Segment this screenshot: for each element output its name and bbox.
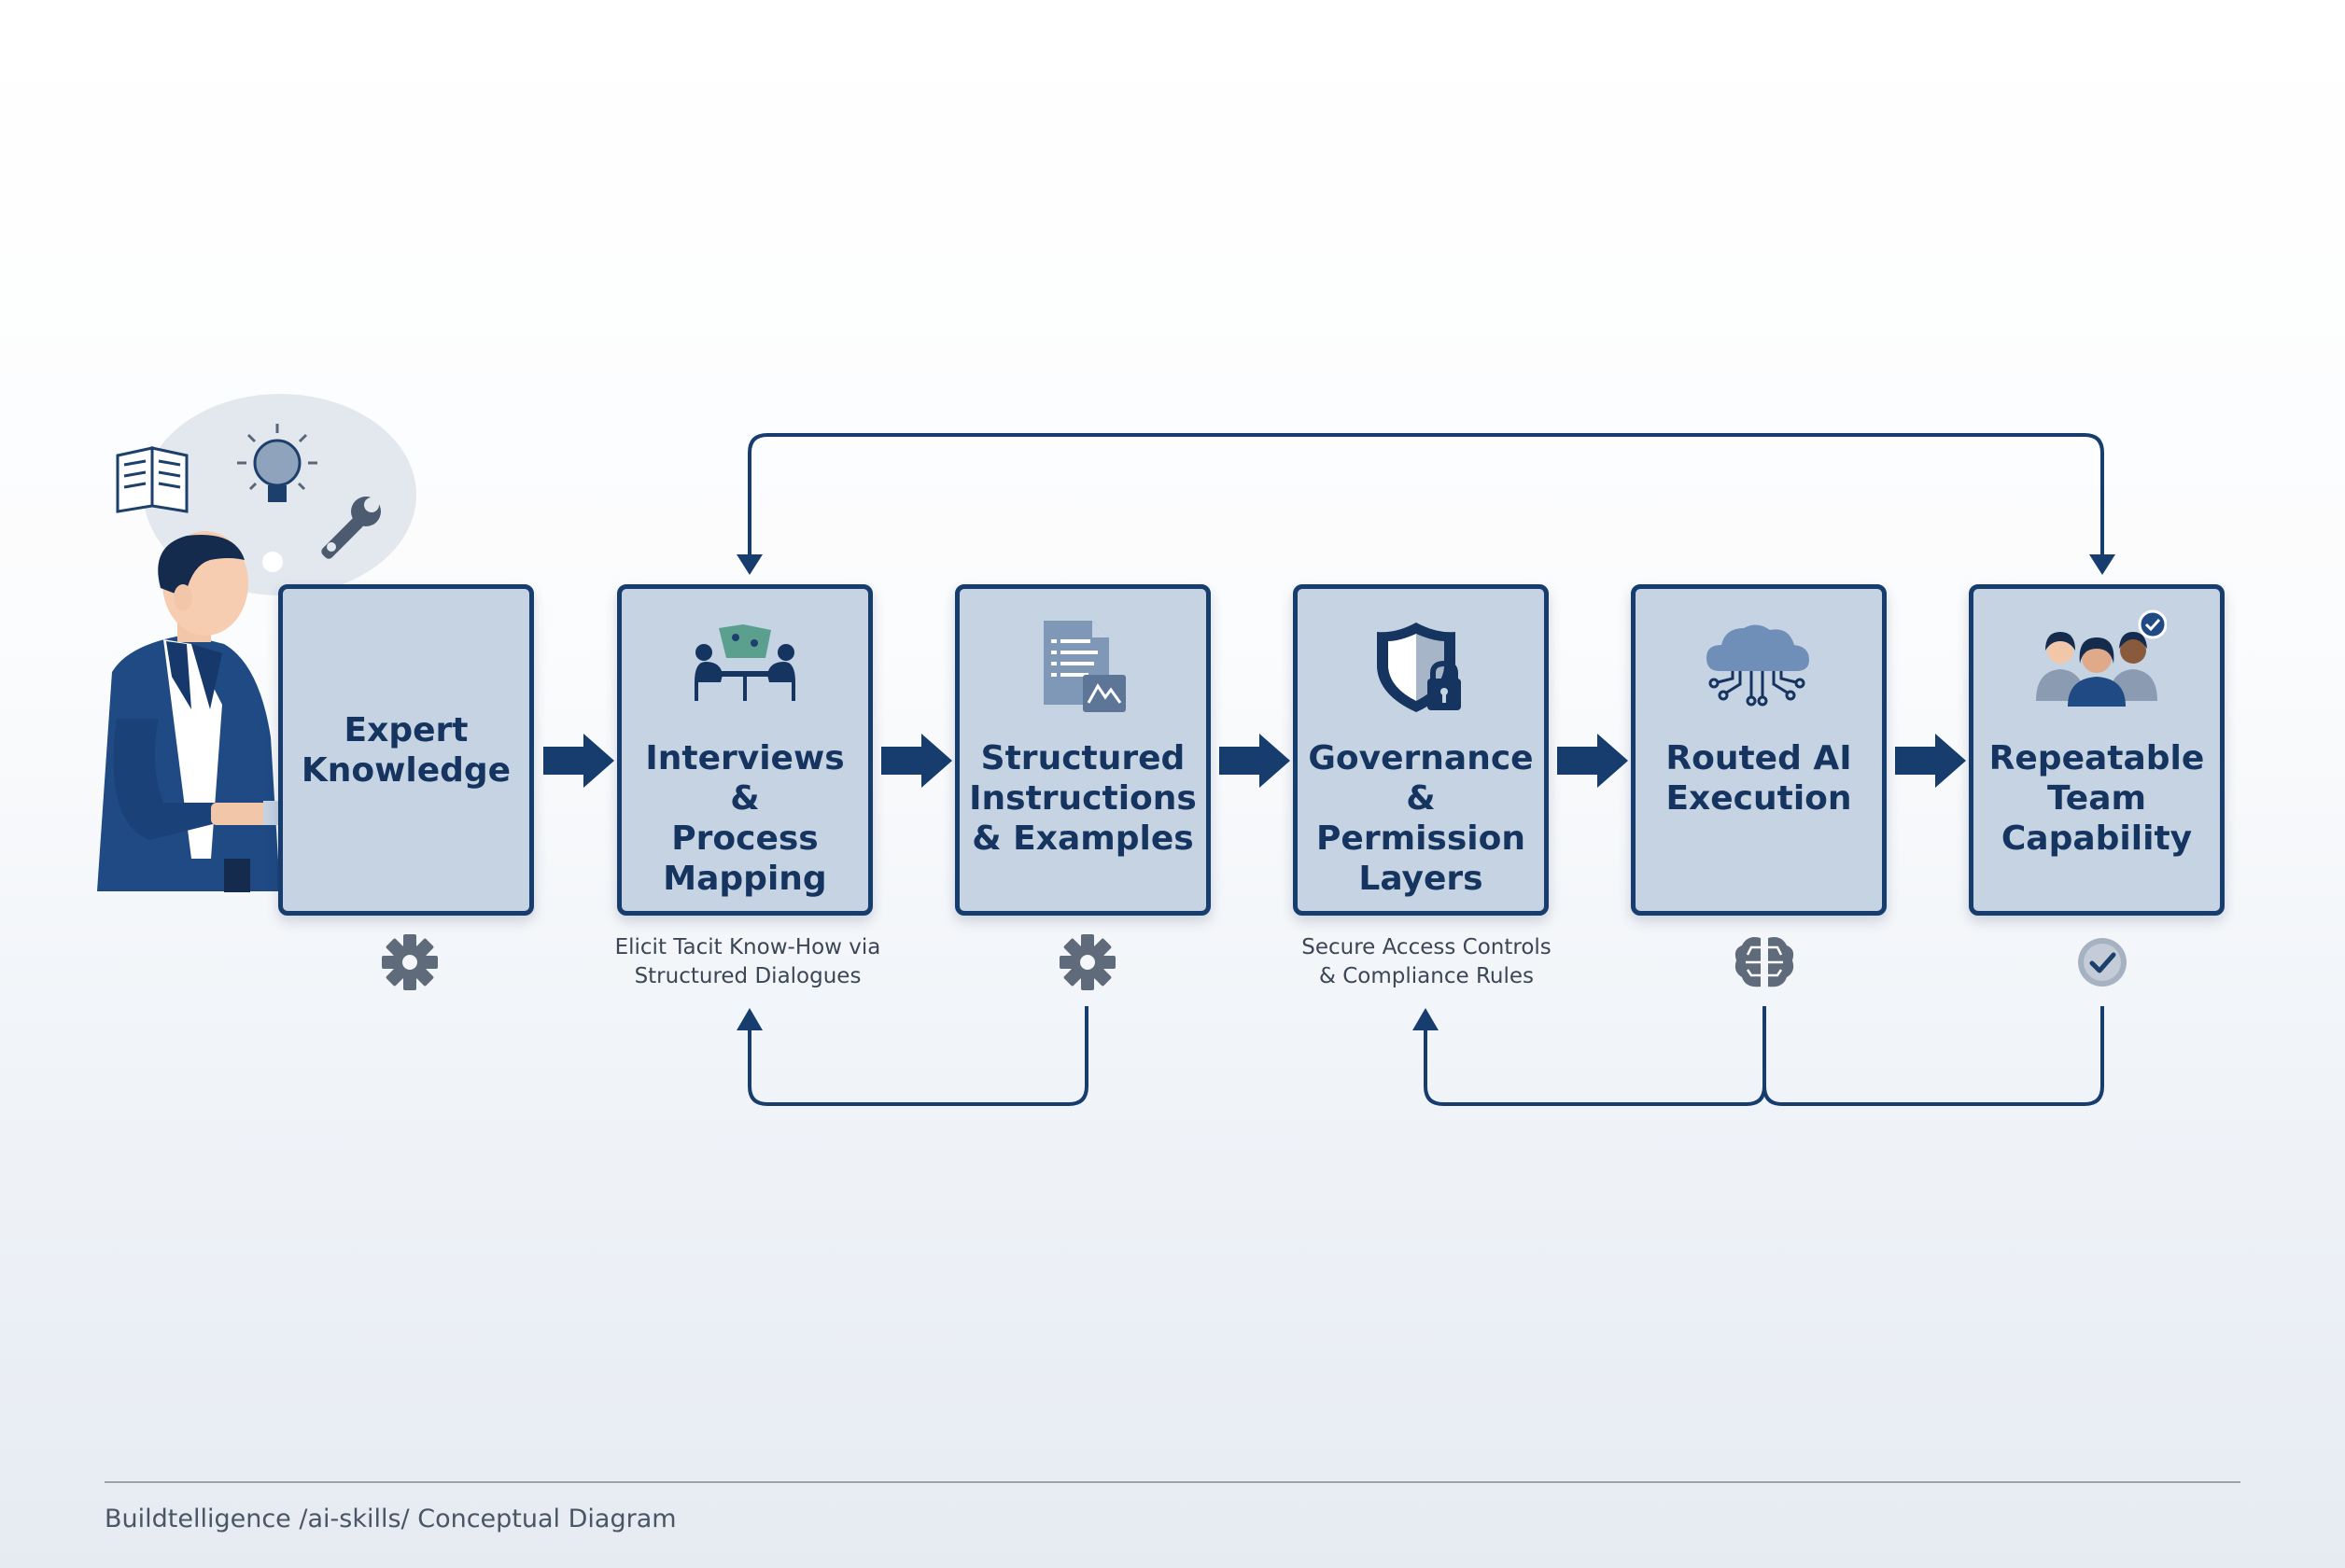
caption-governance: Secure Access Controls& Compliance Rules — [1301, 935, 1552, 988]
flow-arrow-1 — [543, 734, 614, 788]
flow-arrow-4 — [1557, 734, 1628, 788]
flow-arrow-5 — [1895, 734, 1966, 788]
gear-icon — [382, 934, 438, 990]
bottom-loop-connector-middle — [1424, 1019, 1766, 1106]
meeting-icon — [695, 624, 795, 701]
bottom-loop-arrowhead-middle — [1412, 1008, 1439, 1030]
shield-lock-icon — [1377, 623, 1461, 712]
wrench-icon — [321, 497, 381, 559]
bottom-loop-arrowhead-left — [737, 1008, 763, 1030]
top-loop-arrowhead-right — [2089, 554, 2115, 575]
gear-icon — [1060, 934, 1116, 990]
brain-icon — [1734, 937, 1794, 987]
lightbulb-icon — [237, 424, 317, 502]
document-icon — [1044, 621, 1126, 712]
thought-bubble-dot — [262, 552, 283, 572]
team-icon — [2036, 609, 2167, 707]
footer-divider — [105, 1481, 2240, 1483]
flow-arrow-2 — [881, 734, 952, 788]
check-circle-icon — [2078, 938, 2127, 987]
top-loop-connector — [748, 433, 2104, 566]
bottom-loop-connector-left — [748, 1006, 1088, 1106]
book-icon — [116, 446, 189, 513]
flow-arrow-3 — [1219, 734, 1290, 788]
cloud-circuit-icon — [1706, 624, 1809, 707]
expert-person — [97, 531, 284, 892]
top-loop-arrowhead-left — [737, 554, 763, 575]
footer-caption: Buildtelligence /ai-skills/ Conceptual D… — [105, 1505, 677, 1533]
